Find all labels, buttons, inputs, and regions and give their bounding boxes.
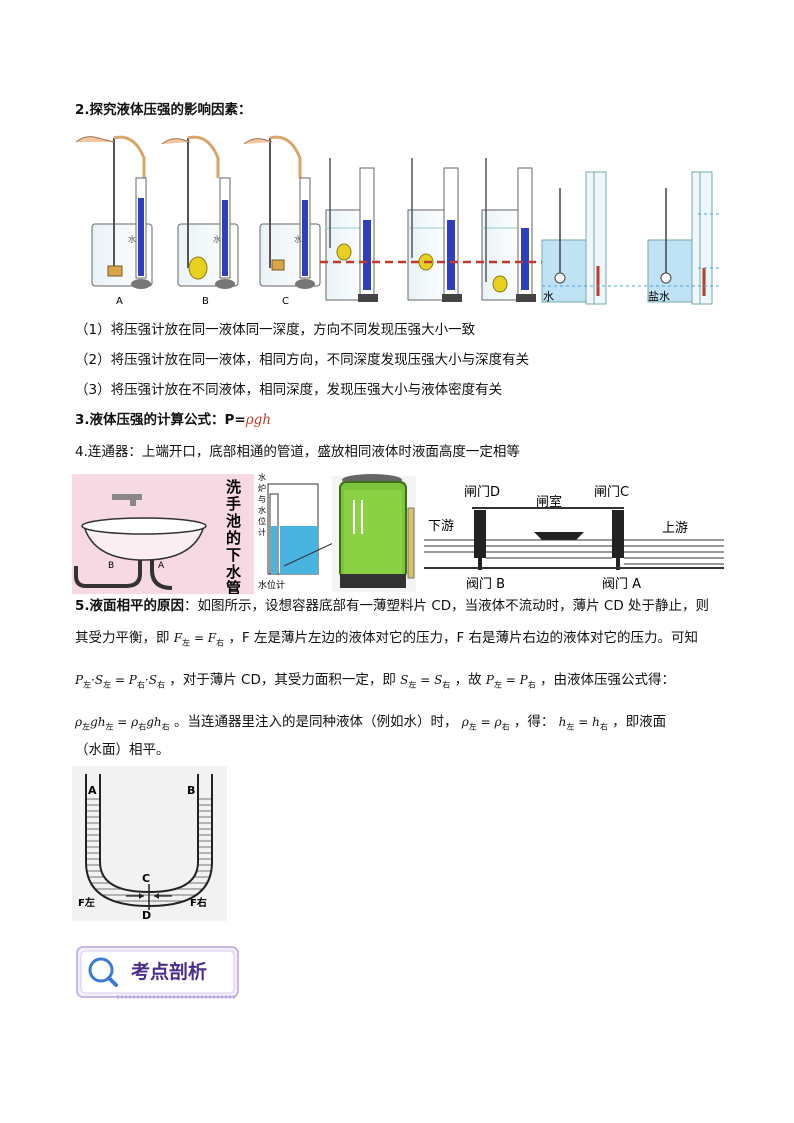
sink-title-char: 水 xyxy=(226,563,242,581)
observation-1: （1）将压强计放在同一液体同一深度，方向不同发现压强大小一致 xyxy=(75,322,476,338)
eq-area: S左 = S右 xyxy=(400,673,451,690)
section-badge: 考点剖析 xyxy=(75,945,240,1001)
para5-text-2b: ，F 左是薄片左边的液体对它的压力，F 右是薄片右边的液体对它的压力。可知 xyxy=(228,630,699,646)
upstream-label: 上游 xyxy=(662,521,688,536)
para5-line4: ρ左gh左 = ρ右gh右 。当连通器里注入的是同种液体（例如水）时， ρ左 =… xyxy=(75,712,666,737)
formula-prefix: 3.液体压强的计算公式：P= xyxy=(75,412,246,428)
eq-density: ρ左 = ρ右 xyxy=(461,715,510,732)
heading-title: 探究液体压强的影响因素： xyxy=(89,102,252,118)
para5-line1: 5.液面相平的原因：如图所示，设想容器底部有一薄塑料片 CD，当液体不流动时，薄… xyxy=(75,596,709,616)
sink-title-char: 下 xyxy=(226,546,241,564)
eq-pressure-area: P左·S左 = P右·S右 xyxy=(75,673,165,690)
valve-b-label: 阀门 B xyxy=(466,577,505,592)
utube-label-a: A xyxy=(88,784,97,797)
u-tube-figure: A B C D F左 F右 xyxy=(72,766,227,921)
boiler-char: 计 xyxy=(258,527,266,537)
boiler-char: 炉 xyxy=(258,483,266,493)
pressure-formula: ρgh xyxy=(245,412,272,428)
heading-4-label: 4.连通器： xyxy=(75,444,142,460)
water-label: 水 xyxy=(543,290,554,303)
para5-heading: 5.液面相平的原因 xyxy=(75,598,185,614)
utube-label-fr: F右 xyxy=(190,896,207,909)
para5-text-4b: ，得： xyxy=(513,714,555,730)
eq-pressure: P左 = P右 xyxy=(485,673,536,690)
pressure-experiment-figure: A B C 水 水 水 xyxy=(75,135,722,307)
label-a: A xyxy=(116,296,123,307)
eq-force-balance: F左 = F右 xyxy=(173,631,225,648)
observation-2: （2）将压强计放在同一液体，相同方向，不同深度发现压强大小与深度有关 xyxy=(75,352,530,368)
para5-text-4a: 。当连通器里注入的是同种液体（例如水）时， xyxy=(173,714,458,730)
para5-text-2a: 其受力平衡，即 xyxy=(75,630,170,646)
para5-line2: 其受力平衡，即 F左 = F右 ，F 左是薄片左边的液体对它的压力，F 右是薄片… xyxy=(75,628,698,653)
eq-height: h左 = h右 xyxy=(558,715,608,732)
boiler-char: 位 xyxy=(258,516,266,526)
valve-a-label: 阀门 A xyxy=(602,577,641,592)
salt-water-label: 盐水 xyxy=(648,290,670,303)
boiler-char: 与 xyxy=(258,495,266,504)
heading-3: 3.液体压强的计算公式：P=ρgh xyxy=(75,410,271,430)
boiler-char: 水 xyxy=(258,472,266,482)
label-b: B xyxy=(202,296,209,307)
boiler-gauge-figure: 水 炉 与 水 位 计 水位计 xyxy=(254,470,424,594)
fluid-label-a: 水 xyxy=(128,234,136,244)
heading-4: 4.连通器：上端开口，底部相通的管道，盛放相同液体时液面高度一定相等 xyxy=(75,442,520,462)
utube-label-d: D xyxy=(142,909,151,921)
heading-2: 2.探究液体压强的影响因素： xyxy=(75,100,252,120)
utube-label-b: B xyxy=(187,784,195,797)
para5-text-1: ：如图所示，设想容器底部有一薄塑料片 CD，当液体不流动时，薄片 CD 处于静止… xyxy=(184,598,710,614)
eq-rho-g-h: ρ左gh左 = ρ右gh右 xyxy=(75,715,170,732)
para5-text-3a: ，对于薄片 CD，其受力面积一定，即 xyxy=(169,672,396,688)
gate-c-label: 闸门C xyxy=(594,485,629,500)
heading-number: 2. xyxy=(75,102,90,118)
sink-drain-figure: B A 洗 手 池 的 下 水 管 xyxy=(72,474,254,594)
setup-b xyxy=(161,135,239,289)
para5-line5: （水面）相平。 xyxy=(75,742,170,758)
sink-title-char: 管 xyxy=(226,579,241,594)
sink-title-char: 手 xyxy=(226,495,241,513)
ship-lock-figure: 闸门D 闸室 闸门C 下游 上游 阀门 B 阀门 A xyxy=(424,480,724,594)
label-c: C xyxy=(282,296,289,307)
para5-text-3c: ，由液体压强公式得： xyxy=(540,672,676,688)
sink-label-a: A xyxy=(158,561,165,571)
search-icon xyxy=(88,957,114,983)
badge-graphic xyxy=(76,946,239,999)
sink-label-b: B xyxy=(108,561,114,571)
water-gauge-label: 水位计 xyxy=(258,579,285,591)
utube-label-fl: F左 xyxy=(78,896,95,909)
sink-title-char: 洗 xyxy=(226,478,241,496)
setup-c xyxy=(243,135,321,289)
para5-text-3b: ，故 xyxy=(454,672,482,688)
para5-line3: P左·S左 = P右·S右 ，对于薄片 CD，其受力面积一定，即 S左 = S右… xyxy=(75,670,675,695)
density-compare: 水 盐水 xyxy=(541,171,713,305)
chamber-label: 闸室 xyxy=(536,494,562,510)
badge-text: 考点剖析 xyxy=(131,961,208,983)
gate-d-label: 闸门D xyxy=(464,485,500,500)
para5-text-4c: ，即液面 xyxy=(612,714,667,730)
observation-3: （3）将压强计放在不同液体，相同深度，发现压强大小与液体密度有关 xyxy=(75,382,503,398)
downstream-label: 下游 xyxy=(428,519,454,534)
boiler-char: 水 xyxy=(258,505,266,515)
sink-title-char: 池 xyxy=(226,512,241,530)
heading-4-text: 上端开口，底部相通的管道，盛放相同液体时液面高度一定相等 xyxy=(141,444,520,460)
sink-title-char: 的 xyxy=(226,529,241,547)
depth-setups xyxy=(325,158,536,302)
fluid-label-c: 水 xyxy=(294,234,302,244)
utube-label-c: C xyxy=(142,872,150,885)
fluid-label-b: 水 xyxy=(213,234,221,244)
setup-a xyxy=(75,135,153,289)
